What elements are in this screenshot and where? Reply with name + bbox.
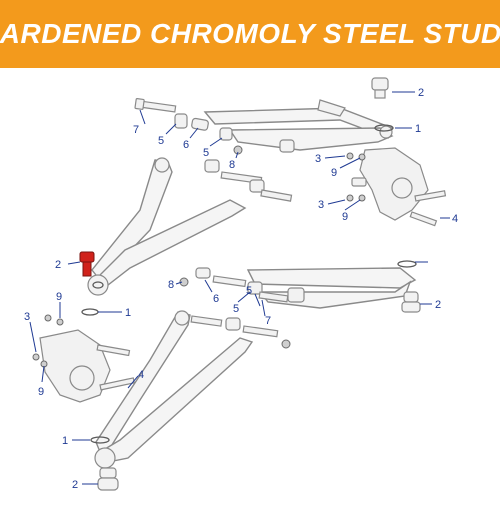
- callout-2: 2: [55, 259, 61, 271]
- upper-inner-bushings: [204, 139, 295, 202]
- callout-4: 4: [452, 213, 458, 225]
- hardened-stud-highlight: [79, 251, 95, 277]
- callout-6: 6: [213, 293, 219, 305]
- left-upper-a-arm: [87, 157, 247, 296]
- callout-7: 7: [265, 315, 271, 327]
- callout-labels: 2 1 7 5 6 5 8 3 9 3 9 4 2 1 8 6 5 5 7 2 …: [24, 87, 458, 491]
- callout-5: 5: [158, 135, 164, 147]
- right-knuckle: [351, 147, 429, 221]
- callout-7: 7: [133, 124, 139, 136]
- leader-lines: [29, 91, 450, 485]
- callout-5: 5: [203, 147, 209, 159]
- callout-6: 6: [183, 139, 189, 151]
- banner-title: HARDENED CHROMOLY STEEL STUDS: [0, 18, 500, 49]
- callout-2: 2: [72, 479, 78, 491]
- exploded-view-drawing: .part { fill: #f2f2f2; stroke: #8a8a8a; …: [24, 77, 458, 491]
- callout-5: 5: [246, 285, 252, 297]
- callout-1: 1: [125, 307, 131, 319]
- callout-1: 1: [62, 435, 68, 447]
- lower-ball-joint-bottom: [97, 467, 119, 491]
- upper-ball-joint: [371, 77, 394, 132]
- callout-9: 9: [56, 291, 62, 303]
- callout-3: 3: [315, 153, 321, 165]
- header-banner: HARDENED CHROMOLY STEEL STUDS: [0, 0, 500, 68]
- lower-left-a-arm: [94, 310, 254, 469]
- callout-8: 8: [168, 279, 174, 291]
- callout-9: 9: [342, 211, 348, 223]
- upper-right-a-arm: [203, 99, 394, 151]
- lower-right-a-arm: [246, 260, 417, 309]
- upper-bushings: [174, 113, 243, 155]
- callout-3: 3: [318, 199, 324, 211]
- upper-bolt: [134, 97, 177, 113]
- suspension-diagram: .part { fill: #f2f2f2; stroke: #8a8a8a; …: [0, 68, 500, 500]
- callout-1: 1: [415, 123, 421, 135]
- callout-2: 2: [435, 299, 441, 311]
- callout-8: 8: [229, 159, 235, 171]
- bottom-snap-ring: [90, 436, 110, 444]
- lower-ball-joint-right: [401, 291, 421, 313]
- callout-2: 2: [418, 87, 424, 99]
- knuckle-bolts-right: [346, 152, 447, 227]
- lower-front-bolts: [190, 315, 291, 349]
- lower-bushings: [179, 267, 289, 303]
- left-snap-ring: [81, 308, 99, 316]
- callout-4: 4: [138, 369, 144, 381]
- left-knuckle: [32, 314, 136, 403]
- callout-3: 3: [24, 311, 30, 323]
- callout-9: 9: [331, 167, 337, 179]
- callout-9: 9: [38, 386, 44, 398]
- callout-5: 5: [233, 303, 239, 315]
